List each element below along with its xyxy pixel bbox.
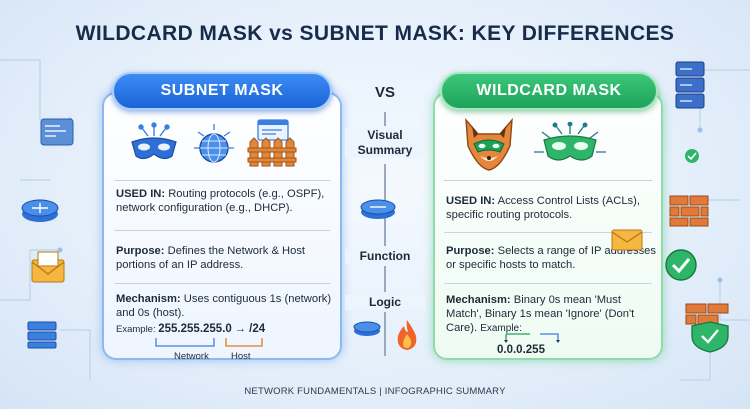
- wildcard-used-in-label: USED IN:: [446, 195, 496, 207]
- wildcard-mechanism-text: Binary 0s mean 'Must Match', Binary 1s m…: [446, 294, 635, 334]
- wildcard-mask-header: WILDCARD MASK: [440, 72, 658, 110]
- wildcard-purpose-label: Purpose:: [446, 245, 495, 257]
- subnet-used-in-text: Routing protocols (e.g., OSPF), network …: [116, 188, 325, 214]
- subnet-separator-2: [114, 230, 330, 231]
- small-check-icon: [685, 149, 699, 163]
- visual-summary-label: Visual Summary: [345, 128, 425, 158]
- terminal-window-icon: [40, 118, 74, 146]
- center-router-icon: [360, 199, 396, 219]
- network-host-brackets: [155, 338, 263, 347]
- center-divider-lower: [384, 266, 386, 292]
- subnet-example: Example: 255.255.255.0 → /24: [116, 323, 265, 335]
- subnet-example-value: 255.255.255.0: [158, 323, 232, 335]
- subnet-used-in: USED IN: Routing protocols (e.g., OSPF),…: [116, 187, 332, 215]
- subnet-example-cidr: → /24: [234, 323, 266, 335]
- right-envelope-icon: [611, 229, 643, 251]
- subnet-mechanism: Mechanism: Uses contiguous 1s (network) …: [116, 292, 332, 320]
- wildcard-separator-1: [444, 180, 652, 181]
- firewall-fence-icon: [247, 119, 297, 167]
- center-divider-bottom: [384, 312, 386, 356]
- wildcard-mechanism: Mechanism: Binary 0s mean 'Must Match', …: [446, 293, 658, 336]
- fire-icon: [397, 320, 417, 350]
- wildcard-example-value: 0.0.0.255: [497, 344, 545, 356]
- checkmark-badge-icon: [665, 249, 697, 281]
- brick-firewall-icon: [669, 195, 709, 227]
- server-stack-icon: [27, 321, 57, 349]
- subnet-separator-3: [114, 283, 330, 284]
- wildcard-example-label: Example:: [480, 323, 522, 334]
- center-divider-top: [384, 112, 386, 126]
- page-title: WILDCARD MASK vs SUBNET MASK: KEY DIFFER…: [75, 22, 675, 45]
- subnet-purpose: Purpose: Defines the Network & Host port…: [116, 244, 332, 272]
- subnet-separator-1: [114, 180, 330, 181]
- database-server-icon: [675, 61, 705, 109]
- wildcard-mechanism-label: Mechanism:: [446, 294, 511, 306]
- wildcard-mask-circuit-icon: [534, 122, 606, 161]
- wildcard-separator-2: [444, 232, 652, 233]
- envelope-icon: [31, 251, 65, 283]
- wildcard-purpose: Purpose: Selects a range of IP addresses…: [446, 244, 656, 272]
- footer-caption: NETWORK FUNDAMENTALS | INFOGRAPHIC SUMMA…: [244, 386, 506, 397]
- wildcard-separator-3: [444, 283, 652, 284]
- subnet-purpose-text: Defines the Network & Host portions of a…: [116, 245, 306, 271]
- globe-network-icon: [194, 124, 234, 163]
- vs-label: VS: [374, 84, 395, 101]
- host-label: Host: [231, 351, 251, 362]
- subnet-example-label: Example:: [116, 324, 156, 335]
- wildcard-used-in-text: Access Control Lists (ACLs), specific ro…: [446, 195, 640, 221]
- mask-circuit-icon: [131, 122, 177, 160]
- center-router-small-icon: [353, 321, 381, 336]
- subnet-purpose-label: Purpose:: [116, 245, 165, 257]
- network-label: Network: [174, 351, 209, 362]
- fox-mascot-icon: [465, 117, 513, 171]
- wildcard-match-arrows: [504, 333, 560, 343]
- subnet-used-in-label: USED IN:: [116, 188, 166, 200]
- logic-label: Logic: [345, 295, 425, 310]
- wildcard-used-in: USED IN: Access Control Lists (ACLs), sp…: [446, 194, 658, 222]
- subnet-mask-header: SUBNET MASK: [112, 72, 332, 110]
- function-label: Function: [345, 249, 425, 264]
- shield-firewall-icon: [685, 303, 729, 353]
- subnet-mechanism-text: Uses contiguous 1s (network) and 0s (hos…: [116, 293, 332, 319]
- subnet-mechanism-label: Mechanism:: [116, 293, 181, 305]
- router-icon: [21, 199, 59, 222]
